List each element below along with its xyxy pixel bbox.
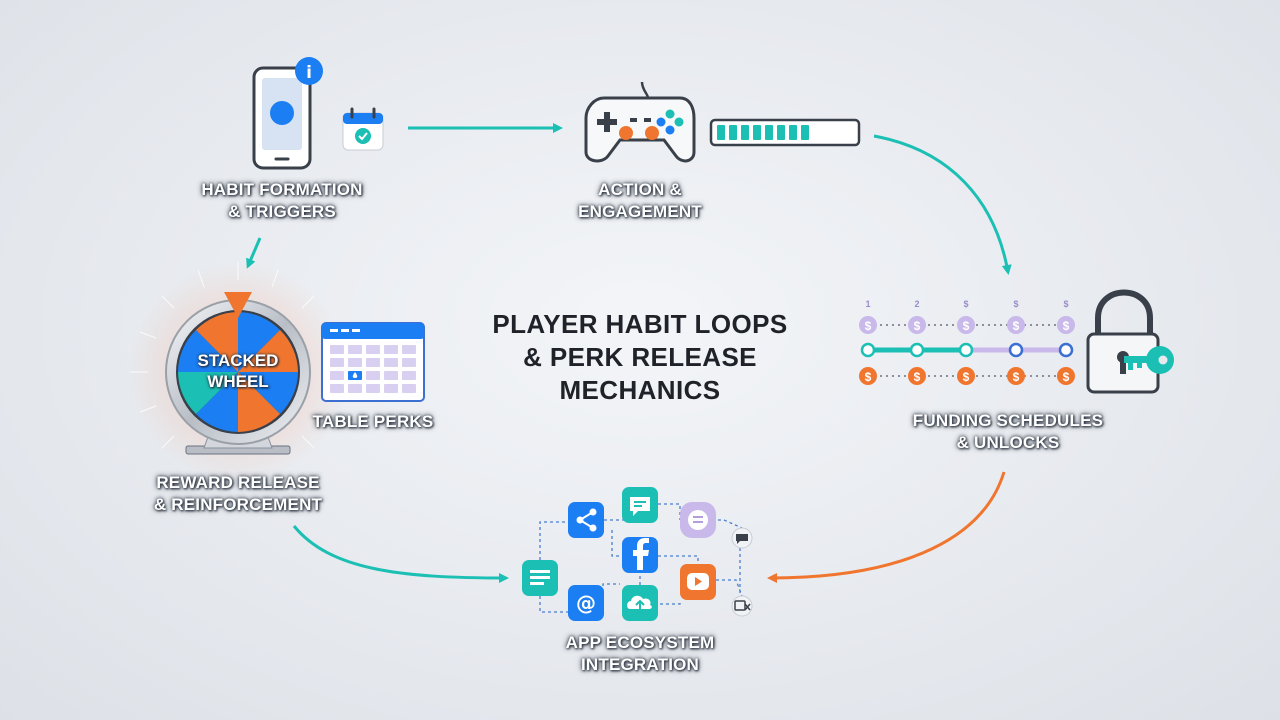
- svg-text:$: $: [1063, 370, 1070, 384]
- progress-segment: [801, 125, 809, 140]
- email-icon: @: [568, 585, 604, 621]
- label-line: ACTION &: [598, 180, 682, 199]
- flow-arrow-reward-to-ecosystem: [292, 525, 509, 583]
- svg-text:$: $: [914, 370, 921, 384]
- lavender-chat-icon: [680, 502, 716, 538]
- progress-segment: [789, 125, 797, 140]
- progress-bar-icon: [709, 118, 861, 147]
- progress-fill: [717, 125, 809, 140]
- progress-segment: [717, 125, 725, 140]
- svg-text:$: $: [1013, 319, 1020, 333]
- info-badge-icon: i: [295, 57, 323, 85]
- calendar-check-icon: [342, 107, 384, 151]
- lavender-coin-row: $ $ $ $ $: [859, 316, 1075, 334]
- key-icon: [1124, 346, 1174, 374]
- orange-coin-row: $ $ $ $ $: [859, 367, 1075, 385]
- svg-text:$: $: [865, 319, 872, 333]
- node-label-reward-release: REWARD RELEASE & REINFORCEMENT: [118, 472, 358, 516]
- node-label-funding-schedules: FUNDING SCHEDULES & UNLOCKS: [888, 410, 1128, 454]
- prize-wheel-icon: [128, 262, 348, 482]
- chat-icon: [622, 487, 658, 523]
- label-line: APP ECOSYSTEM: [565, 633, 715, 652]
- svg-text:@: @: [576, 591, 596, 615]
- document-icon: [522, 560, 558, 596]
- label-line: INTEGRATION: [580, 655, 700, 674]
- small-card-icon: [731, 595, 753, 617]
- label-line: & TRIGGERS: [228, 202, 336, 221]
- label-line: FUNDING SCHEDULES: [912, 411, 1104, 430]
- progress-segment: [729, 125, 737, 140]
- facebook-icon: [622, 537, 658, 573]
- label-line: & UNLOCKS: [956, 433, 1060, 452]
- small-message-icon: [731, 527, 753, 549]
- flow-arrow-habit-to-reward: [246, 237, 262, 269]
- diagram-title: PLAYER HABIT LOOPS & PERK RELEASE MECHAN…: [460, 308, 820, 407]
- svg-text:i: i: [306, 63, 312, 83]
- progress-segment: [765, 125, 773, 140]
- progress-segment: [753, 125, 761, 140]
- flow-arrow-funding-to-ecosystem: [767, 471, 1006, 583]
- svg-text:$: $: [963, 319, 970, 333]
- node-label-app-ecosystem: APP ECOSYSTEM INTEGRATION: [530, 632, 750, 676]
- svg-text:$: $: [1013, 370, 1020, 384]
- wheel-label-line: WHEEL: [207, 372, 269, 391]
- unlock-track: [860, 342, 1074, 358]
- svg-text:$: $: [963, 370, 970, 384]
- label-line: HABIT FORMATION: [201, 180, 363, 199]
- wheel-label: STACKED WHEEL: [176, 350, 300, 392]
- cloud-upload-icon: [622, 585, 658, 621]
- wheel-label-line: STACKED: [197, 351, 279, 370]
- youtube-icon: [680, 564, 716, 600]
- label-line: & REINFORCEMENT: [153, 495, 323, 514]
- timeline-mark: $: [1013, 299, 1018, 309]
- table-perks-label: TABLE PERKS: [312, 412, 434, 431]
- timeline-top-marks: 1 2 $ $ $: [865, 299, 1068, 309]
- title-line: PLAYER HABIT LOOPS: [492, 309, 788, 339]
- title-line: MECHANICS: [559, 375, 721, 405]
- node-label-habit-formation: HABIT FORMATION & TRIGGERS: [172, 179, 392, 223]
- timeline-mark: $: [1063, 299, 1068, 309]
- table-grid-icon: [321, 322, 425, 402]
- svg-text:$: $: [914, 319, 921, 333]
- gamepad-icon: [584, 81, 696, 163]
- node-label-action-engagement: ACTION & ENGAGEMENT: [540, 179, 740, 223]
- label-line: ENGAGEMENT: [578, 202, 702, 221]
- share-icon: [568, 502, 604, 538]
- timeline-mark: 2: [914, 299, 919, 309]
- progress-segment: [741, 125, 749, 140]
- padlock-icon: [1086, 289, 1160, 394]
- progress-segment: [777, 125, 785, 140]
- title-line: & PERK RELEASE: [523, 342, 757, 372]
- flow-arrow-action-to-funding: [873, 134, 1012, 275]
- label-line: REWARD RELEASE: [156, 473, 320, 492]
- timeline-mark: 1: [865, 299, 870, 309]
- timeline-mark: $: [963, 299, 968, 309]
- svg-text:$: $: [1063, 319, 1070, 333]
- svg-text:$: $: [865, 370, 872, 384]
- phone-icon: [252, 66, 312, 170]
